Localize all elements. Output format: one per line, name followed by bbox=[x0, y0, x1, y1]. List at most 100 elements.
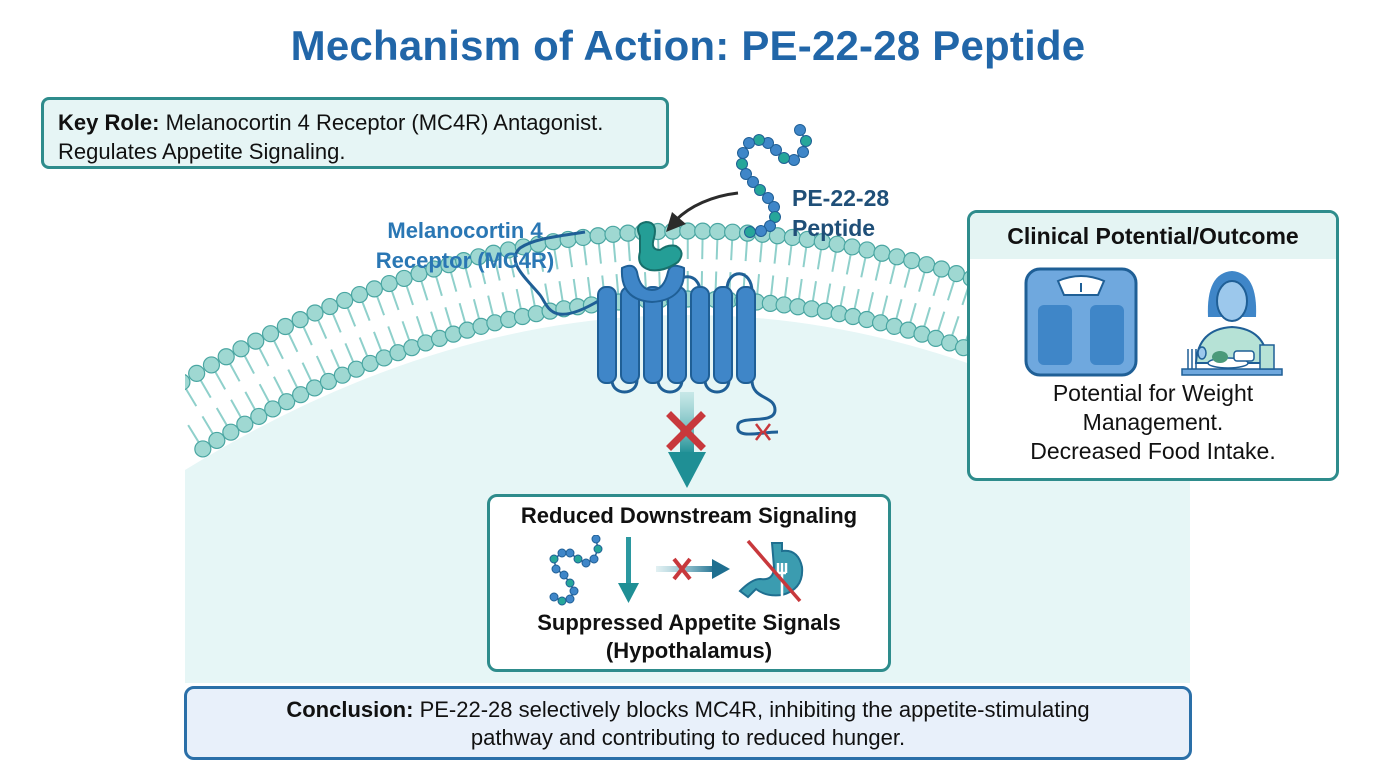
lipid-head bbox=[305, 379, 324, 397]
amino-acid-bead bbox=[565, 578, 575, 588]
amino-acid-bead bbox=[747, 176, 759, 188]
amino-acid-bead bbox=[743, 137, 755, 149]
downstream-heading: Reduced Downstream Signaling bbox=[520, 503, 858, 528]
lipid-head bbox=[188, 364, 206, 382]
amino-acid-bead bbox=[737, 147, 749, 159]
amino-acid-bead bbox=[581, 558, 591, 568]
down-arrow-icon bbox=[618, 537, 639, 603]
amino-acid-bead bbox=[549, 592, 559, 602]
lipid-head bbox=[261, 325, 280, 343]
lipid-tail bbox=[838, 250, 853, 310]
amino-acid-bead bbox=[769, 211, 781, 223]
amino-acid-bead bbox=[593, 544, 603, 554]
lipid-tail bbox=[880, 260, 897, 320]
peptide-label-line2: Peptide bbox=[792, 215, 876, 241]
blocked-signal-arrow bbox=[666, 392, 706, 488]
clinical-outcome-panel: Clinical Potential/Outcome bbox=[967, 210, 1339, 481]
lipid-head bbox=[292, 386, 310, 404]
lipid-tail bbox=[728, 236, 734, 297]
lipid-head bbox=[380, 274, 398, 293]
lipid-head bbox=[619, 224, 637, 242]
amino-acid-bead bbox=[559, 570, 569, 580]
lipid-head bbox=[232, 340, 250, 358]
amino-acid-bead bbox=[736, 158, 748, 170]
clinical-heading: Clinical Potential/Outcome bbox=[970, 213, 1336, 259]
lipid-head bbox=[247, 332, 265, 350]
peptide-chain-icon bbox=[549, 534, 603, 606]
page-title: Mechanism of Action: PE-22-28 Peptide bbox=[290, 22, 1086, 69]
amino-acid-bead bbox=[788, 154, 800, 166]
amino-acid-bead bbox=[753, 134, 765, 146]
lipid-tail bbox=[769, 239, 779, 300]
person-eating-meal-icon bbox=[1181, 271, 1283, 376]
amino-acid-bead bbox=[764, 220, 776, 232]
amino-acid-bead bbox=[778, 152, 790, 164]
lipid-head bbox=[513, 307, 532, 326]
receptor-label-line2: Receptor (MC4R) bbox=[375, 248, 555, 273]
lipid-head bbox=[947, 264, 965, 283]
clinical-line2: Management. bbox=[1082, 409, 1224, 435]
key-role-text-2: Regulates Appetite Signaling. bbox=[58, 139, 346, 164]
amino-acid-bead bbox=[762, 192, 774, 204]
key-role-box: Key Role: Melanocortin 4 Receptor (MC4R)… bbox=[41, 97, 669, 169]
peptide-label-line1: PE-22-28 bbox=[792, 185, 890, 211]
binding-arrow bbox=[666, 191, 739, 232]
lipid-tail bbox=[374, 292, 398, 350]
lipid-tail bbox=[894, 264, 912, 323]
lipid-head bbox=[217, 348, 235, 366]
lipid-tail bbox=[852, 253, 868, 313]
lipid-head bbox=[873, 244, 891, 262]
lipid-head bbox=[694, 222, 712, 240]
amino-acid-bead bbox=[565, 548, 575, 558]
key-role-text: Melanocortin 4 Receptor (MC4R) Antagonis… bbox=[165, 110, 604, 135]
downstream-line1: Suppressed Appetite Signals bbox=[537, 610, 841, 635]
conclusion-box: Conclusion: PE-22-28 selectively blocks … bbox=[184, 686, 1192, 760]
lipid-head bbox=[724, 223, 742, 241]
lipid-head bbox=[264, 400, 282, 418]
amino-acid-bead bbox=[797, 146, 809, 158]
lipid-tail bbox=[404, 281, 426, 340]
lipid-tail bbox=[434, 272, 454, 331]
bound-ligand bbox=[637, 220, 683, 272]
lipid-head bbox=[336, 291, 354, 310]
amino-acid-bead bbox=[800, 135, 812, 147]
receptor-label-line1: Melanocortin 4 bbox=[387, 218, 543, 243]
lipid-head bbox=[589, 227, 607, 245]
lipid-head bbox=[208, 431, 226, 450]
lipid-tail bbox=[797, 243, 808, 303]
amino-acid-bead bbox=[754, 184, 766, 196]
amino-acid-bead bbox=[794, 124, 806, 136]
downstream-line2: (Hypothalamus) bbox=[605, 638, 773, 663]
amino-acid-bead bbox=[565, 594, 575, 604]
lipid-tail bbox=[448, 268, 468, 327]
lipid-tail bbox=[187, 424, 202, 447]
lipid-head bbox=[222, 423, 240, 441]
conclusion-label: Conclusion: bbox=[286, 697, 414, 722]
lipid-tail bbox=[227, 359, 258, 414]
lipid-head bbox=[236, 415, 254, 433]
lipid-tail bbox=[714, 235, 719, 296]
lipid-head bbox=[276, 317, 294, 336]
lipid-head bbox=[604, 225, 622, 243]
lipid-tail bbox=[783, 241, 793, 302]
lipid-tail bbox=[212, 367, 244, 422]
lipid-tail bbox=[389, 286, 412, 345]
blocked-arrow-icon bbox=[656, 557, 730, 581]
lipid-head bbox=[709, 222, 727, 241]
lipid-tail bbox=[185, 385, 216, 438]
receptor-label: Melanocortin 4 Receptor (MC4R) bbox=[345, 216, 585, 276]
lipid-head bbox=[250, 407, 268, 426]
lipid-tail bbox=[197, 376, 230, 430]
blocked-c-tail-icon bbox=[755, 423, 771, 441]
amino-acid-bead bbox=[589, 554, 599, 564]
conclusion-text: PE-22-28 selectively blocks MC4R, inhibi… bbox=[419, 697, 1090, 722]
amino-acid-bead bbox=[755, 225, 767, 237]
lipid-head bbox=[888, 248, 906, 266]
mc4r-receptor bbox=[513, 230, 779, 436]
lipid-head bbox=[319, 372, 338, 391]
lipid-tail bbox=[922, 272, 942, 331]
lipid-tail bbox=[419, 277, 440, 335]
amino-acid-bead bbox=[557, 596, 567, 606]
lipid-tail bbox=[936, 277, 957, 335]
conclusion-text-2: pathway and contributing to reduced hung… bbox=[470, 725, 906, 750]
